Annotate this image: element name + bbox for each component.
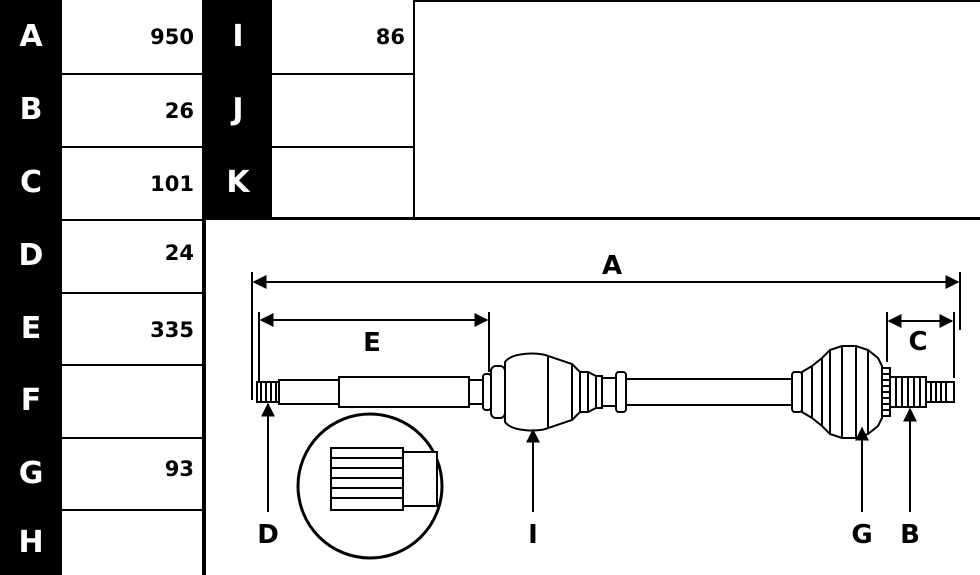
row-value-j [272, 73, 415, 146]
dimension-c-label: C [908, 327, 927, 357]
row-label-e: E [0, 292, 62, 364]
shaft-body [256, 345, 955, 439]
row-label-b: B [0, 73, 62, 146]
row-label-g: G [0, 437, 62, 509]
row-label-k: K [204, 146, 272, 219]
callout-d-label: D [257, 520, 279, 550]
dimension-a: A [251, 251, 961, 400]
row-label-c: C [0, 146, 62, 219]
row-value-g: 93 [62, 437, 204, 509]
row-label-i: I [204, 0, 272, 73]
row-label-f: F [0, 364, 62, 437]
frame-divider-line [204, 217, 980, 220]
row-value-c: 101 [62, 146, 204, 219]
dimension-e: E [258, 312, 490, 382]
dimension-c: C [886, 312, 955, 378]
callout-i: I [526, 428, 540, 550]
frame-left-line [203, 217, 206, 575]
callout-b: B [900, 407, 920, 550]
row-value-a: 950 [62, 0, 204, 73]
row-label-h: H [0, 509, 62, 575]
dimension-e-label: E [363, 328, 381, 358]
callout-g: G [851, 426, 873, 550]
callout-d: D [257, 402, 279, 550]
callout-g-label: G [851, 520, 872, 550]
dimension-a-label: A [602, 251, 622, 281]
row-value-b: 26 [62, 73, 204, 146]
row-label-j: J [204, 73, 272, 146]
row-label-d: D [0, 219, 62, 292]
row-value-i: 86 [272, 0, 415, 73]
callout-b-label: B [900, 520, 920, 550]
row-value-h [62, 509, 204, 575]
callout-i-label: I [528, 520, 538, 550]
spline-detail-circle [296, 412, 444, 560]
row-value-d: 24 [62, 219, 204, 292]
frame-top-line [415, 0, 980, 2]
row-label-a: A [0, 0, 62, 73]
